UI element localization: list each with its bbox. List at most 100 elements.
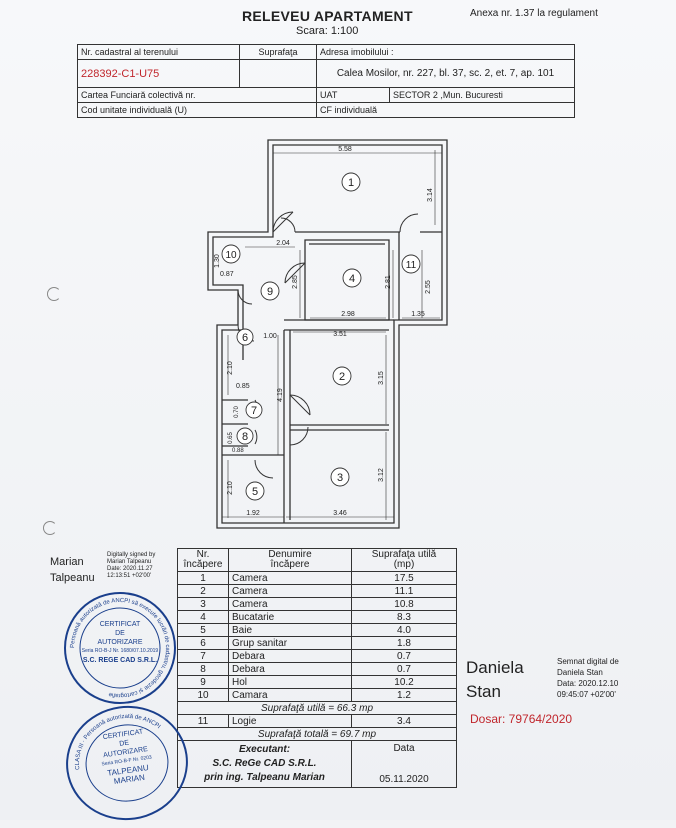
dim-label: 0.70 [234,406,240,418]
signature-left-name: Marian Talpeanu [50,556,95,584]
room-area: 8.3 [351,610,457,624]
room-number: 9 [267,286,273,298]
dim-label: 2.85 [292,275,299,289]
col-header-area: Suprafaţa utilă(mp) [351,548,457,572]
room-number: 3 [337,472,343,484]
dim-label: 1.00 [263,333,277,340]
room-area: 17.5 [351,571,457,585]
stamp-ring-icon: CLASA III · Persoană autorizată de ANCPI [69,709,169,802]
room-number: 1 [348,177,354,189]
room-name: Grup sanitar [228,636,352,650]
cf-individual-label: CF individuală [316,102,575,118]
room-nr: 6 [177,636,229,650]
room-area: 11.1 [351,584,457,598]
property-info-table: Nr. cadastral al terenului Suprafaţa Adr… [77,44,575,118]
dim-label: 0.65 [228,432,234,444]
annex-note: Anexa nr. 1.37 la regulament [470,8,598,19]
room-number: 5 [252,486,258,498]
dim-label: 2.55 [425,280,432,294]
useful-total: Suprafaţă utilă = 66.3 mp [177,701,457,715]
dim-label: 2.10 [227,481,234,495]
room-nr: 7 [177,649,229,663]
document-title: RELEVEU APARTAMENT [242,8,413,24]
signature-right-details: Semnat digital de Daniela Stan Data: 202… [557,657,619,699]
dim-label: 3.15 [378,371,385,385]
room-nr: 8 [177,662,229,676]
dim-label: 2.98 [341,311,355,318]
room-name: Camera [228,571,352,585]
dim-label: 4.19 [277,388,284,402]
dosar-number: Dosar: 79764/2020 [470,712,573,726]
room-area: 0.7 [351,662,457,676]
room-area: 10.8 [351,597,457,611]
room-name: Camara [228,688,352,702]
col-header-nr: Nr.încăpere [177,548,229,572]
dim-label: 1.92 [246,510,260,517]
stamp-top-text: CERTIFICAT DE AUTORIZARE Seria RO-B-J Nr… [81,621,159,664]
dim-label: 0.88 [232,448,244,454]
punch-hole-icon [43,521,57,535]
room-number: 2 [339,371,345,383]
dim-label: 2.04 [276,240,290,247]
dim-label: 3.14 [427,188,434,202]
room-nr: 5 [177,623,229,637]
punch-hole-icon [47,287,61,301]
room-area: 4.0 [351,623,457,637]
table-row: 11 Logie 3.4 [177,714,457,728]
dim-label: 2.81 [385,275,392,289]
room-number: 8 [242,431,248,443]
room-area: 1.8 [351,636,457,650]
room-number: 7 [251,405,257,417]
floor-plan: 5.58 3.14 2.04 2.85 2.81 2.55 1.30 0.87 … [207,139,448,529]
room-name: Camera [228,597,352,611]
dim-label: 3.46 [333,510,347,517]
dim-label: 3.12 [378,468,385,482]
dim-label: 3.51 [333,331,347,338]
dim-label: 1.35 [411,311,425,318]
dim-label: 0.85 [236,383,250,390]
room-area: 1.2 [351,688,457,702]
authorization-stamp-bottom: CLASA III · Persoană autorizată de ANCPI… [58,698,196,828]
room-name: Baie [228,623,352,637]
room-nr: 1 [177,571,229,585]
room-area: 3.4 [351,714,457,728]
dim-label: 2.10 [227,361,234,375]
signature-right-name: Daniela Stan [466,658,524,701]
dim-label: 1.30 [214,254,221,268]
room-number: 11 [406,260,417,271]
document-scale: Scara: 1:100 [296,25,359,37]
grand-total: Suprafaţă totală = 69.7 mp [177,727,457,741]
cadastral-number: 228392-C1-U75 [77,59,240,88]
room-nr: 2 [177,584,229,598]
room-name: Hol [228,675,352,689]
authorization-stamp-top: Persoană autorizată de ANCPI să execute … [64,592,176,704]
room-name: Debara [228,662,352,676]
room-nr: 10 [177,688,229,702]
room-nr: 4 [177,610,229,624]
dim-label: 0.87 [220,271,234,278]
room-nr: 3 [177,597,229,611]
room-nr: 9 [177,675,229,689]
room-nr: 11 [177,714,229,728]
room-name: Camera [228,584,352,598]
executant-cell: Executant: S.C. ReGe CAD S.R.L. prin ing… [177,740,352,788]
date-value: 05.11.2020 [351,771,457,788]
room-name: Bucatarie [228,610,352,624]
room-number: 10 [225,250,237,261]
room-area: 0.7 [351,649,457,663]
signature-left-details: Digitally signed by Marian Talpeanu Date… [107,552,156,579]
room-number: 4 [349,273,355,285]
